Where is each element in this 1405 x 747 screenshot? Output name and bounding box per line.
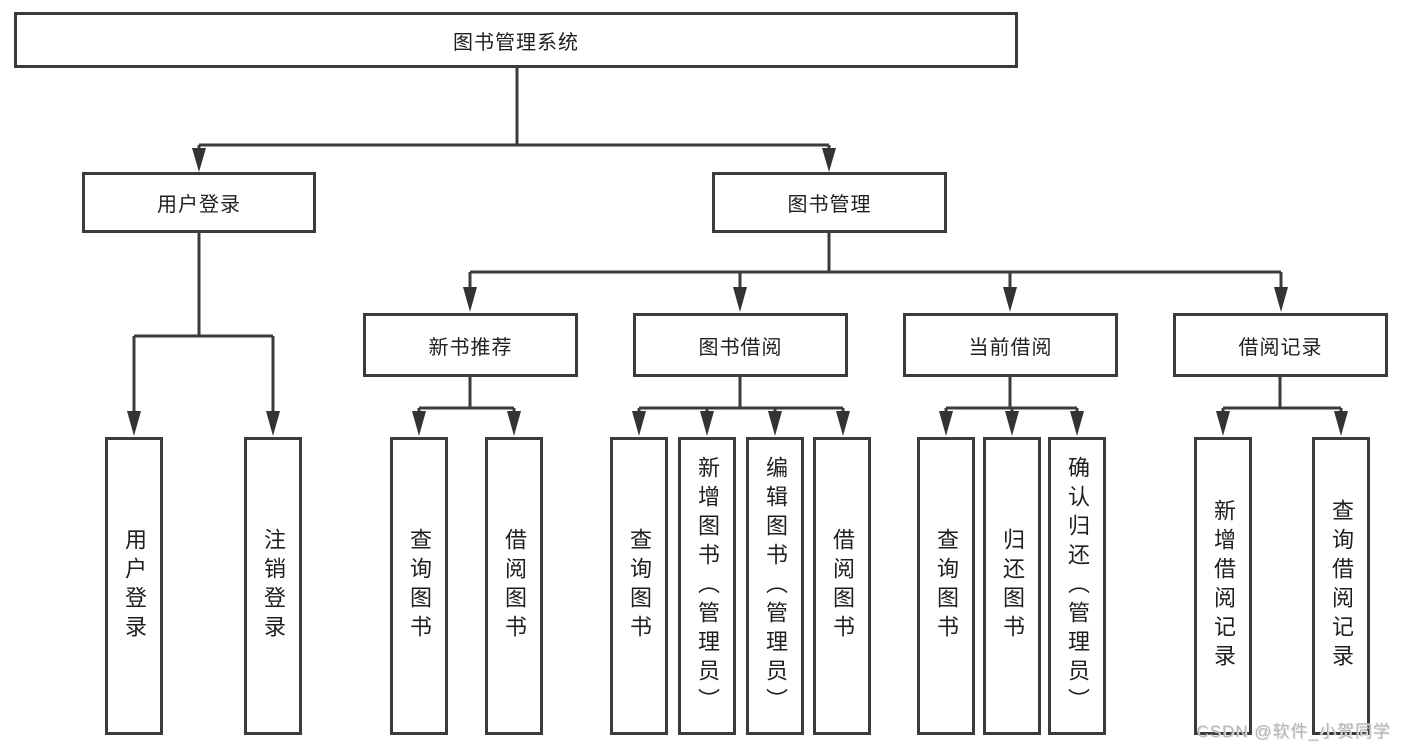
arrowhead — [1274, 287, 1288, 312]
node-borrowing-records: 借阅记录 — [1173, 313, 1388, 377]
arrowhead — [1070, 411, 1084, 436]
arrowhead — [412, 411, 426, 436]
node-label: 图书管理系统 — [453, 31, 579, 54]
node-label: 新书推荐 — [428, 336, 513, 359]
leaf-logout: 注销登录 — [244, 437, 302, 735]
leaf-borrow-books-borrowing: 借阅图书 — [813, 437, 871, 735]
leaf-add-borrow-record: 新增借阅记录 — [1194, 437, 1252, 735]
node-label: 图书借阅 — [698, 336, 783, 359]
arrowhead — [463, 287, 477, 312]
node-root-library-system: 图书管理系统 — [14, 12, 1018, 68]
node-label: 查询图书 — [407, 528, 432, 644]
node-label: 借阅图书 — [502, 528, 527, 644]
connector-newbook-to-leaves — [412, 377, 521, 436]
leaf-query-books-borrowing: 查询图书 — [610, 437, 668, 735]
node-current-borrowing: 当前借阅 — [903, 313, 1118, 377]
node-label: 用户登录 — [122, 528, 147, 644]
leaf-confirm-return-admin: 确认归还（管理员） — [1048, 437, 1106, 735]
arrowhead — [836, 411, 850, 436]
connector-login-to-leaves — [127, 233, 280, 436]
node-label: 归还图书 — [1000, 528, 1025, 644]
arrowhead — [822, 148, 836, 172]
leaf-user-login: 用户登录 — [105, 437, 163, 735]
node-label: 新增图书（管理员） — [695, 455, 720, 717]
arrowhead — [127, 411, 141, 436]
leaf-borrow-books-recommend: 借阅图书 — [485, 437, 543, 735]
node-label: 借阅图书 — [830, 528, 855, 644]
connector-records-to-leaves — [1216, 377, 1348, 436]
arrowhead — [266, 411, 280, 436]
connector-root-to-level1 — [192, 68, 836, 172]
node-label: 确认归还（管理员） — [1065, 455, 1090, 717]
leaf-edit-book-admin: 编辑图书（管理员） — [746, 437, 804, 735]
leaf-query-borrow-record: 查询借阅记录 — [1312, 437, 1370, 735]
node-user-login-branch: 用户登录 — [82, 172, 316, 233]
arrowhead — [733, 287, 747, 312]
arrowhead — [507, 411, 521, 436]
node-label: 注销登录 — [261, 528, 286, 644]
arrowhead — [768, 411, 782, 436]
node-label: 借阅记录 — [1238, 336, 1323, 359]
connector-borrowing-to-leaves — [632, 377, 850, 436]
node-new-book-recommend: 新书推荐 — [363, 313, 578, 377]
arrowhead — [939, 411, 953, 436]
node-label: 当前借阅 — [968, 336, 1053, 359]
leaf-add-book-admin: 新增图书（管理员） — [678, 437, 736, 735]
node-label: 图书管理 — [787, 194, 872, 216]
arrowhead — [1216, 411, 1230, 436]
leaf-query-books-current: 查询图书 — [917, 437, 975, 735]
arrowhead — [1005, 411, 1019, 436]
connector-management-to-level2 — [463, 233, 1288, 312]
node-book-management-branch: 图书管理 — [712, 172, 947, 233]
connector-current-to-leaves — [939, 377, 1084, 436]
arrowhead — [1003, 287, 1017, 312]
node-label: 编辑图书（管理员） — [763, 455, 788, 717]
leaf-return-books: 归还图书 — [983, 437, 1041, 735]
arrowhead — [192, 148, 206, 172]
node-label: 查询图书 — [627, 528, 652, 644]
arrowhead — [700, 411, 714, 436]
arrowhead — [632, 411, 646, 436]
node-label: 查询借阅记录 — [1329, 499, 1354, 673]
arrowhead — [1334, 411, 1348, 436]
node-label: 用户登录 — [157, 194, 241, 216]
node-book-borrowing: 图书借阅 — [633, 313, 848, 377]
leaf-query-books-recommend: 查询图书 — [390, 437, 448, 735]
node-label: 查询图书 — [934, 528, 959, 644]
node-label: 新增借阅记录 — [1211, 499, 1236, 673]
